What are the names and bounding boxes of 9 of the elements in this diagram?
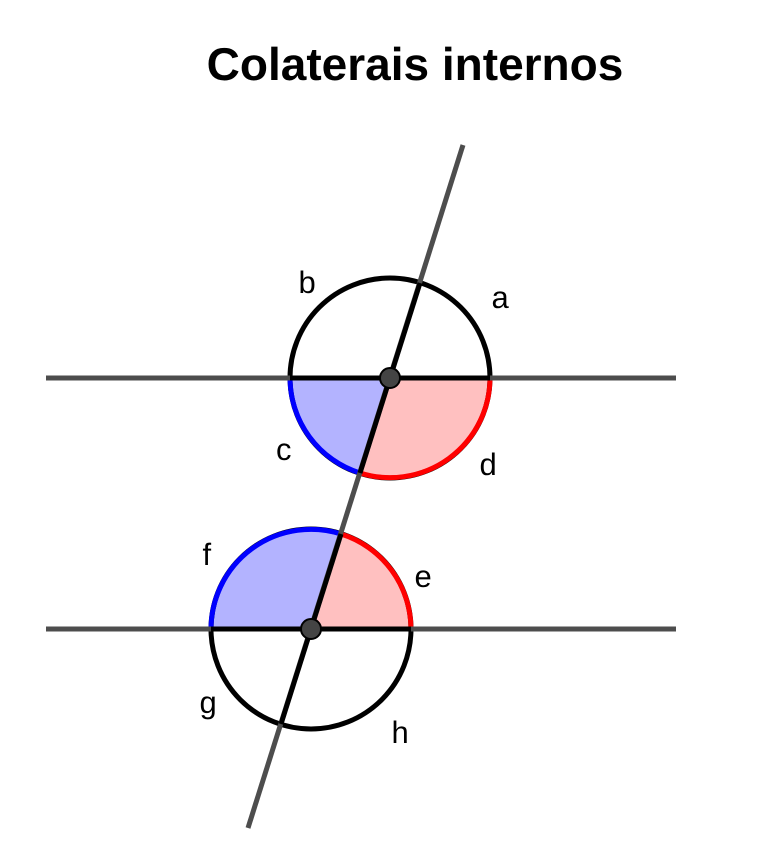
angle-label: d [480, 448, 497, 482]
angle-label: b [298, 266, 316, 300]
angle-label: c [276, 433, 292, 467]
angle-label: e [414, 560, 432, 594]
angle-label: g [200, 686, 217, 720]
angle-label: a [492, 281, 509, 315]
title: Colaterais internos [206, 37, 624, 92]
angle-label: h [392, 716, 409, 750]
angle-label: f [202, 538, 212, 572]
